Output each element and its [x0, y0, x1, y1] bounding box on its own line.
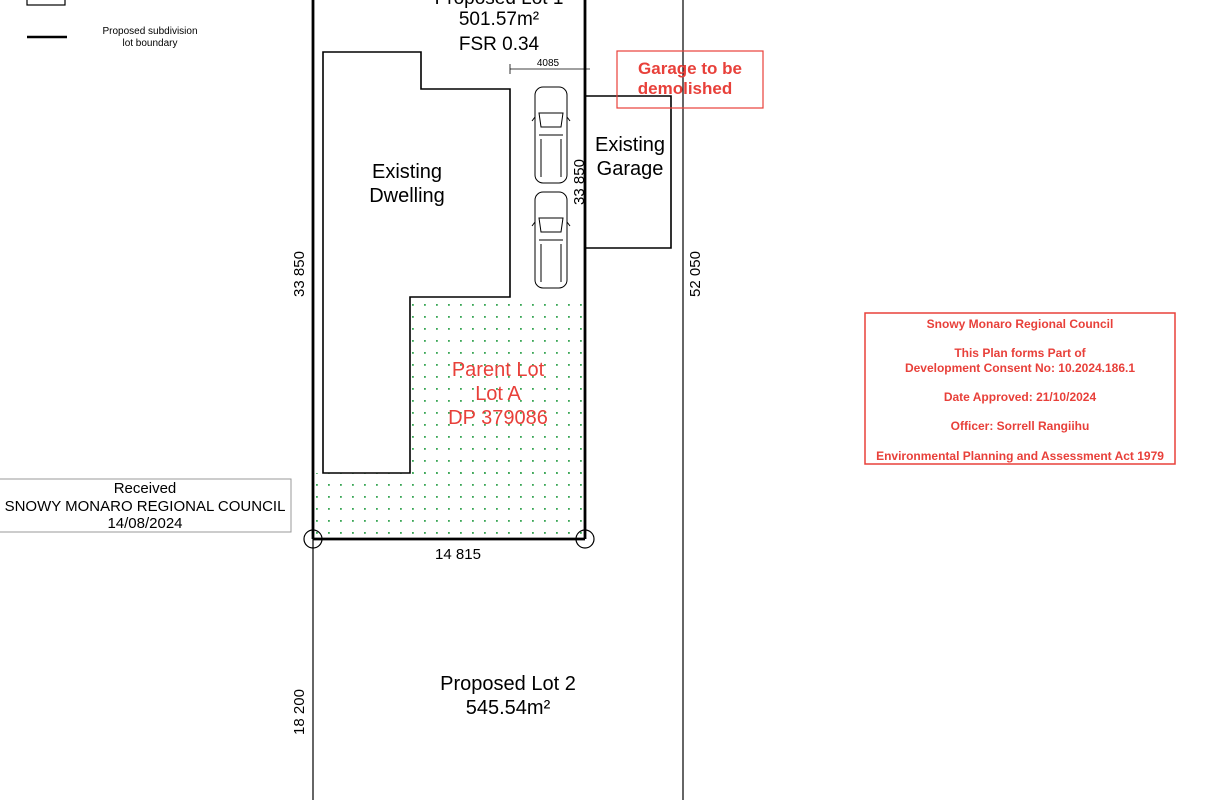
existing-garage-outline: [585, 95, 672, 249]
dwelling-label-line1: Existing: [372, 161, 442, 183]
garage-demolish-note: Garage to be demolished: [616, 50, 764, 109]
approval-forms-part: This Plan forms Part of: [954, 346, 1086, 360]
garage-note-line1: Garage to be: [638, 59, 742, 78]
legend-box-swatch: [26, 0, 66, 6]
approval-act: Environmental Planning and Assessment Ac…: [876, 449, 1164, 463]
received-stamp: Received SNOWY MONARO REGIONAL COUNCIL 1…: [0, 478, 292, 533]
lot2-area: 545.54m²: [466, 697, 551, 719]
garage-label-line1: Existing: [595, 134, 665, 156]
boundary-corner-marker-left: [303, 529, 323, 549]
dimension-width: 14 815: [435, 546, 481, 563]
dimension-top-small-label: 4085: [537, 58, 560, 69]
stippled-area: [314, 297, 584, 539]
dimension-left-upper: 33 850: [291, 251, 308, 297]
parent-lot-line3: DP 379086: [448, 407, 548, 429]
parent-lot-line1: Parent Lot: [452, 359, 545, 381]
dimension-inner: 33 850: [571, 159, 588, 205]
legend-boundary-label-line2: lot boundary: [122, 38, 177, 49]
legend-boundary-label-line1: Proposed subdivision: [102, 26, 197, 37]
legend: Proposed subdivision lot boundary: [26, 0, 198, 49]
lot2-title: Proposed Lot 2: [440, 673, 576, 695]
boundary-corner-marker-right: [575, 529, 595, 549]
approval-date: Date Approved: 21/10/2024: [944, 390, 1097, 404]
lot1-title: Proposed Lot 1: [435, 0, 564, 9]
dimension-top-small: 4085: [509, 58, 590, 74]
car-icon: [531, 191, 571, 289]
approval-stamp: Snowy Monaro Regional Council This Plan …: [864, 312, 1176, 465]
received-stamp-line3: 14/08/2024: [107, 515, 182, 532]
approval-council: Snowy Monaro Regional Council: [927, 317, 1114, 331]
approval-officer: Officer: Sorrell Rangiihu: [951, 419, 1090, 433]
dwelling-label-line2: Dwelling: [369, 185, 445, 207]
garage-note-line2: demolished: [638, 79, 732, 98]
parent-lot-line2: Lot A: [475, 383, 521, 405]
lot1-area: 501.57m²: [459, 9, 539, 30]
car-icon: [531, 86, 571, 184]
garage-label-line2: Garage: [597, 158, 664, 180]
received-stamp-line2: SNOWY MONARO REGIONAL COUNCIL: [5, 498, 286, 515]
approval-consent: Development Consent No: 10.2024.186.1: [905, 361, 1135, 375]
received-stamp-line1: Received: [114, 480, 177, 497]
existing-dwelling-outline: [322, 51, 511, 474]
dimension-right: 52 050: [687, 251, 704, 297]
lot1-fsr: FSR 0.34: [459, 34, 540, 55]
dimension-left-lower: 18 200: [291, 689, 308, 735]
